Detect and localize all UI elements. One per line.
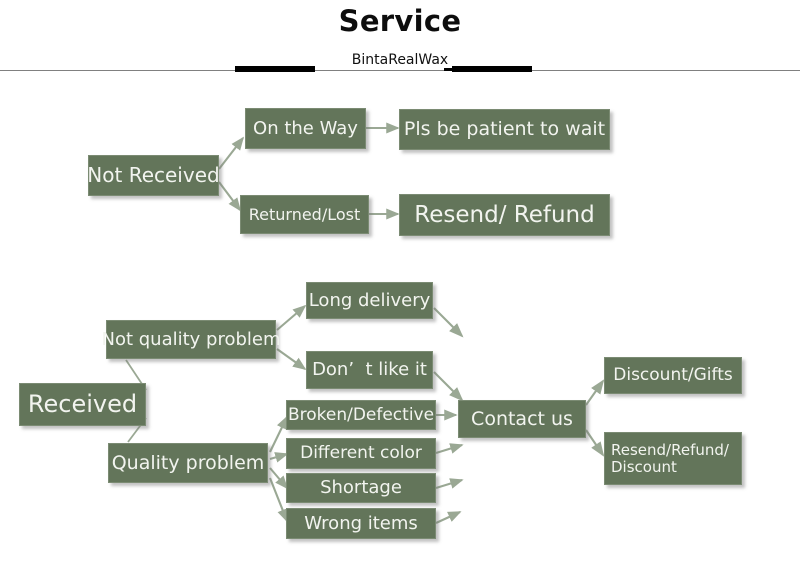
node-on-the-way[interactable]: On the Way — [245, 108, 366, 149]
node-quality-problem[interactable]: Quality problem — [108, 443, 268, 483]
node-shortage[interactable]: Shortage — [286, 473, 436, 503]
node-dont-like-it[interactable]: Don’ t like it — [306, 351, 433, 389]
node-discount-gifts[interactable]: Discount/Gifts — [604, 357, 742, 394]
node-received[interactable]: Received — [19, 383, 146, 426]
node-long-delivery[interactable]: Long delivery — [306, 282, 433, 319]
node-returned-lost[interactable]: Returned/Lost — [240, 195, 369, 234]
header-bold-tick — [444, 68, 454, 71]
page-title: Service — [338, 4, 462, 38]
node-not-received[interactable]: Not Received — [87, 155, 220, 196]
node-different-color[interactable]: Different color — [286, 438, 436, 469]
node-pls-be-patient-to-wait[interactable]: Pls be patient to wait — [399, 109, 610, 150]
brand-name: BintaRealWax — [351, 52, 449, 68]
header-divider-line — [0, 70, 800, 71]
node-wrong-items[interactable]: Wrong items — [286, 508, 436, 539]
header-bold-segment-left — [235, 66, 315, 72]
node-not-quality-problem[interactable]: Not quality problem — [101, 320, 281, 359]
node-resend-refund-discount[interactable]: Resend/Refund/ Discount — [604, 432, 742, 485]
node-resend-refund[interactable]: Resend/ Refund — [399, 194, 610, 236]
node-contact-us[interactable]: Contact us — [458, 400, 586, 438]
node-broken-defective[interactable]: Broken/Defective — [286, 400, 436, 430]
header-bold-segment-right — [452, 66, 532, 72]
